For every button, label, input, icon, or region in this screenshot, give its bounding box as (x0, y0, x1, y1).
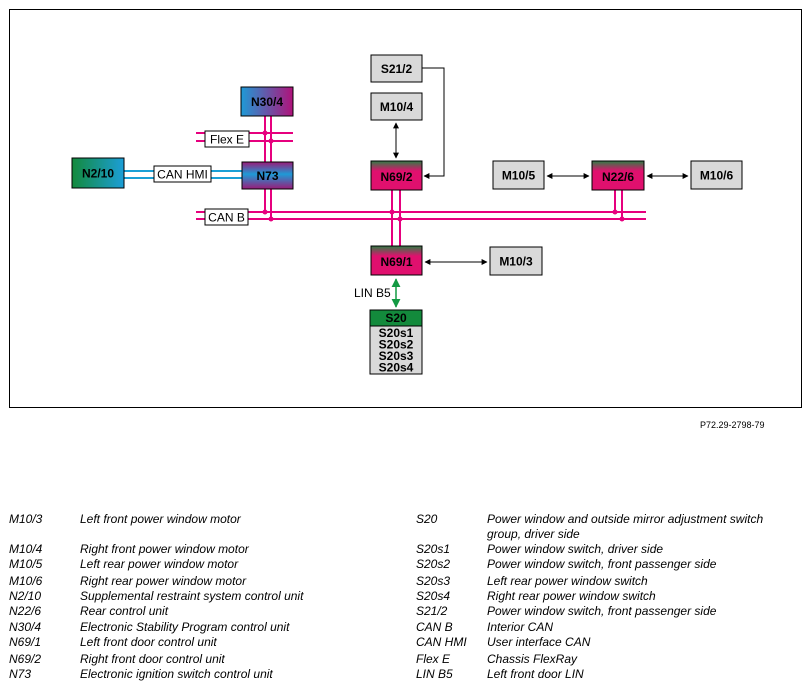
legend-code: M10/4 (9, 542, 43, 556)
legend-code: CAN B (416, 620, 453, 634)
legend-code: N30/4 (9, 620, 42, 634)
m10-6-label: M10/6 (700, 169, 734, 183)
legend-code: M10/5 (9, 557, 43, 571)
n73-node (241, 161, 294, 190)
legend-desc: Power window switch, front passenger sid… (487, 557, 717, 571)
legend-desc: Electronic ignition switch control unit (80, 667, 273, 681)
flex-e-label: Flex E (210, 133, 244, 147)
m10-5-node (492, 160, 545, 190)
legend-desc: Power window switch, driver side (487, 542, 664, 556)
legend-code: S21/2 (416, 604, 448, 618)
s21-2-to-n69-2-connection (422, 67, 445, 179)
n22-6-label: N22/6 (602, 170, 634, 184)
reference-number: P72.29-2798-79 (700, 420, 765, 430)
n69-2-node (370, 160, 423, 191)
legend-code: M10/6 (9, 574, 43, 588)
legend-code: N73 (9, 667, 32, 681)
legend-code: N22/6 (9, 604, 42, 618)
can-hmi-label: CAN HMI (157, 168, 208, 182)
legend-desc: Left front power window motor (80, 512, 241, 526)
legend-desc: Left rear power window switch (487, 574, 648, 588)
n2-10-node (71, 157, 125, 189)
s21-2-label: S21/2 (381, 62, 413, 76)
legend-code: S20s4 (416, 589, 451, 603)
legend-code: N69/2 (9, 652, 42, 666)
n2-10-label: N2/10 (82, 167, 114, 181)
legend-desc: Right front door control unit (80, 652, 225, 666)
legend-code: N69/1 (9, 635, 42, 649)
s20s4-label: S20s4 (379, 361, 414, 375)
n73-label: N73 (256, 169, 278, 183)
legend-code: S20s3 (416, 574, 451, 588)
legend-desc: Chassis FlexRay (487, 652, 578, 666)
n30-4-label: N30/4 (251, 95, 283, 109)
m10-6-node (690, 160, 743, 190)
legend-desc: Power window switch, front passenger sid… (487, 604, 717, 618)
n22-6-node (591, 160, 645, 191)
n69-1-label: N69/1 (380, 255, 412, 269)
m10-5-label: M10/5 (502, 169, 536, 183)
legend-desc: Right rear power window motor (80, 574, 247, 588)
m10-4-label: M10/4 (380, 100, 414, 114)
legend-desc: Interior CAN (487, 620, 554, 634)
s20s3-label: S20s3 (379, 349, 414, 363)
flex-e-label-box (204, 130, 250, 148)
can-b-label: CAN B (208, 211, 245, 225)
m10-3-node (489, 246, 543, 276)
legend-desc: Left front door LIN (487, 667, 584, 681)
can-b-label-box (204, 208, 249, 226)
legend-desc: Right rear power window switch (487, 589, 656, 603)
s20-label: S20 (385, 311, 407, 325)
bus-drops (264, 116, 623, 246)
m10-4-node (370, 92, 423, 121)
n30-4-node (240, 86, 294, 117)
legend-code: CAN HMI (416, 635, 467, 649)
legend-desc: Supplemental restraint system control un… (80, 589, 304, 603)
can-hmi-label-box (153, 165, 212, 183)
legend-code: Flex E (416, 652, 451, 666)
legend-desc: Left front door control unit (80, 635, 217, 649)
legend-code: S20s1 (416, 542, 451, 556)
n69-1-node (370, 245, 423, 276)
can-b-bus (196, 209, 646, 222)
s20s1-label: S20s1 (379, 326, 414, 340)
lin-b5-label: LIN B5 (354, 286, 391, 300)
legend-code: S20s2 (416, 557, 451, 571)
legend-desc: Right front power window motor (80, 542, 249, 556)
legend-code: N2/10 (9, 589, 42, 603)
legend-desc: Power window and outside mirror adjustme… (487, 512, 764, 526)
legend-desc: User interface CAN (487, 635, 591, 649)
s20-switch-group (369, 325, 423, 375)
diagram-frame (9, 9, 802, 408)
legend-code: S20 (416, 512, 438, 526)
s20s2-label: S20s2 (379, 338, 414, 352)
legend-code: M10/3 (9, 512, 43, 526)
legend-desc: Electronic Stability Program control uni… (80, 620, 290, 634)
legend-desc: group, driver side (487, 527, 580, 541)
legend-desc: Rear control unit (80, 604, 169, 618)
network-diagram: Flex E CAN HMI CAN B N30/4 (9, 9, 802, 408)
m10-3-label: M10/3 (499, 255, 533, 269)
legend-desc: Left rear power window motor (80, 557, 239, 571)
legend-code: LIN B5 (416, 667, 453, 681)
n69-2-label: N69/2 (380, 170, 412, 184)
